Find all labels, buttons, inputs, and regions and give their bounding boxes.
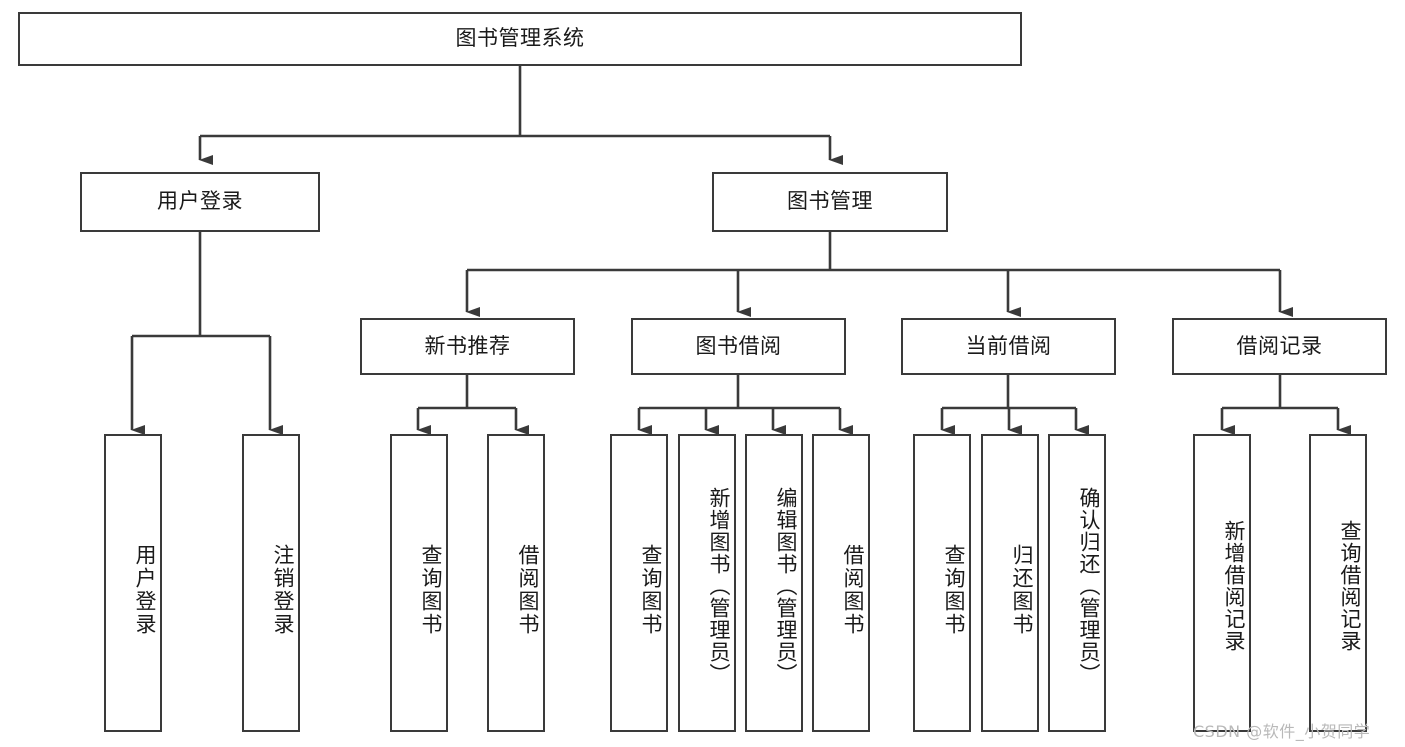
- node-leaf-query-book-2-label: 查询图书: [639, 544, 663, 636]
- node-borrow-record[interactable]: 借阅记录: [1172, 318, 1387, 375]
- node-leaf-add-book-label: 新增图书（管理员）: [707, 487, 731, 685]
- node-book-management[interactable]: 图书管理: [712, 172, 948, 232]
- node-leaf-query-record[interactable]: 查询借阅记录: [1309, 434, 1367, 732]
- node-leaf-query-record-label: 查询借阅记录: [1338, 520, 1362, 652]
- node-leaf-query-book-1[interactable]: 查询图书: [390, 434, 448, 732]
- node-leaf-add-record-label: 新增借阅记录: [1222, 520, 1246, 652]
- node-current-borrow[interactable]: 当前借阅: [901, 318, 1116, 375]
- node-leaf-add-book[interactable]: 新增图书（管理员）: [678, 434, 736, 732]
- node-leaf-query-book-3[interactable]: 查询图书: [913, 434, 971, 732]
- node-borrow-record-label: 借阅记录: [1236, 333, 1323, 358]
- node-leaf-user-login-label: 用户登录: [133, 544, 157, 636]
- node-root-label: 图书管理系统: [455, 26, 585, 51]
- node-leaf-add-record[interactable]: 新增借阅记录: [1193, 434, 1251, 732]
- node-leaf-edit-book-label: 编辑图书（管理员）: [774, 487, 798, 685]
- node-new-book-recommend[interactable]: 新书推荐: [360, 318, 575, 375]
- node-leaf-return-book[interactable]: 归还图书: [981, 434, 1039, 732]
- node-book-borrow-label: 图书借阅: [695, 333, 782, 358]
- node-user-login[interactable]: 用户登录: [80, 172, 320, 232]
- node-book-borrow[interactable]: 图书借阅: [631, 318, 846, 375]
- node-leaf-user-login[interactable]: 用户登录: [104, 434, 162, 732]
- node-leaf-query-book-3-label: 查询图书: [942, 544, 966, 636]
- node-current-borrow-label: 当前借阅: [965, 333, 1052, 358]
- node-user-login-label: 用户登录: [157, 189, 243, 214]
- node-new-book-recommend-label: 新书推荐: [424, 333, 511, 358]
- node-leaf-borrow-book-1-label: 借阅图书: [516, 544, 540, 636]
- node-leaf-return-book-label: 归还图书: [1010, 544, 1034, 636]
- node-root[interactable]: 图书管理系统: [18, 12, 1022, 66]
- node-leaf-borrow-book-2[interactable]: 借阅图书: [812, 434, 870, 732]
- node-leaf-confirm-return-label: 确认归还（管理员）: [1077, 487, 1101, 685]
- node-leaf-borrow-book-1[interactable]: 借阅图书: [487, 434, 545, 732]
- csdn-watermark: CSDN @软件_小贺同学: [1193, 722, 1371, 741]
- node-book-management-label: 图书管理: [787, 189, 873, 214]
- node-leaf-query-book-2[interactable]: 查询图书: [610, 434, 668, 732]
- node-leaf-confirm-return[interactable]: 确认归还（管理员）: [1048, 434, 1106, 732]
- node-leaf-user-logout-label: 注销登录: [271, 544, 295, 636]
- node-leaf-edit-book[interactable]: 编辑图书（管理员）: [745, 434, 803, 732]
- node-leaf-user-logout[interactable]: 注销登录: [242, 434, 300, 732]
- node-leaf-borrow-book-2-label: 借阅图书: [841, 544, 865, 636]
- node-leaf-query-book-1-label: 查询图书: [419, 544, 443, 636]
